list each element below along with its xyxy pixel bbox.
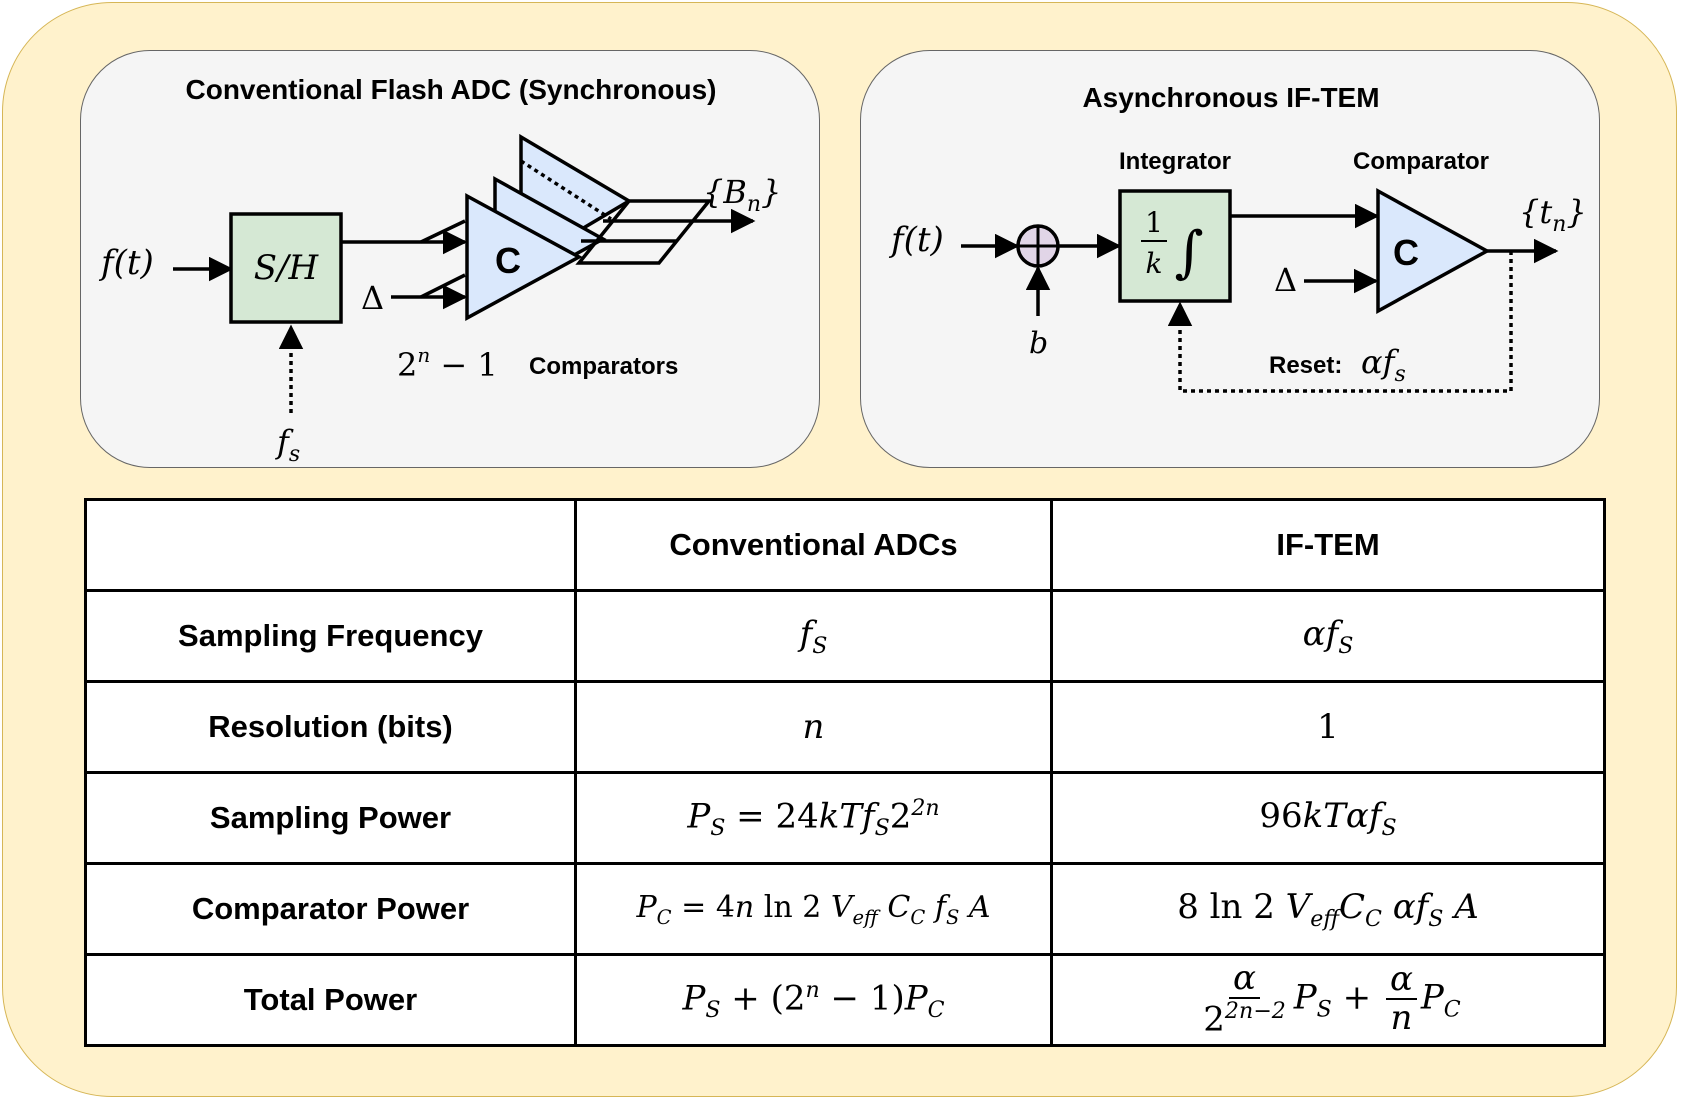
table-row: Sampling Power PS = 24kTfS22n 96kTαfS [84,771,1606,865]
table-header-if-tem: IF-TEM [1050,498,1606,592]
flash-output-label: {Bn} [703,173,781,217]
comparator-front [465,193,583,321]
tem-comparator [1376,188,1491,314]
bias-label: b [1029,326,1048,361]
conv-resolution: n [574,680,1053,774]
reset-feedback-path [1167,251,1513,393]
comparator-back-dotted [520,159,612,221]
table-row: Comparator Power PC = 4n ln 2 Veff CC fS… [84,862,1606,956]
comparator-count-label: 2n − 1 [397,343,498,384]
row-label-sampling-frequency: Sampling Frequency [84,589,577,683]
integrator-block [1118,189,1232,303]
row-label-comparator-power: Comparator Power [84,862,577,956]
flash-adc-panel: Conventional Flash ADC (Synchronous) f(t… [80,50,820,468]
reset-rate: αfs [1361,343,1406,387]
comparator-title: Comparator [1353,148,1489,175]
row-label-resolution: Resolution (bits) [84,680,577,774]
flash-adc-diagram: Conventional Flash ADC (Synchronous) f(t… [98,74,781,467]
flash-delta-label: Δ [361,279,384,317]
sample-hold-label: S/H [254,248,320,288]
table-header-row: Conventional ADCs IF-TEM [84,498,1606,592]
integrator-title: Integrator [1119,148,1231,175]
tem-input-label: f(t) [888,220,944,260]
comparison-table: Conventional ADCs IF-TEM Sampling Freque… [84,498,1606,1047]
conv-comparator-power: PC = 4n ln 2 Veff CC fS A [574,862,1053,956]
tem-comparator-letter: C [1393,232,1419,273]
table-row: Resolution (bits) n 1 [84,680,1606,774]
tem-sampling-power: 96kTαfS [1050,771,1606,865]
row-label-total-power: Total Power [84,953,577,1047]
if-tem-diagram: Asynchronous IF-TEM f(t) b Integrator 1 … [888,82,1587,393]
sh-branch-line [420,219,466,244]
comparators-label: Comparators [529,353,678,380]
table-header-empty [84,498,577,592]
tem-panel-title: Asynchronous IF-TEM [1082,82,1379,113]
integrator-denominator: k [1146,247,1163,280]
reset-label: Reset: [1269,352,1342,379]
table-header-conventional: Conventional ADCs [574,498,1053,592]
tem-output-label: {tn} [1519,193,1587,237]
tem-delta-label: Δ [1274,261,1297,299]
if-tem-panel: Asynchronous IF-TEM f(t) b Integrator 1 … [860,50,1600,468]
flash-input-label: f(t) [98,243,154,283]
integrator-numerator: 1 [1145,206,1163,239]
conv-total-power: PS + (2n − 1)PC [574,953,1053,1047]
clock-label: fs [275,423,300,467]
row-label-sampling-power: Sampling Power [84,771,577,865]
tem-resolution: 1 [1050,680,1606,774]
conv-sampling-frequency: fS [574,589,1053,683]
table-row: Sampling Frequency fS αfS [84,589,1606,683]
flash-panel-title: Conventional Flash ADC (Synchronous) [186,74,717,105]
delta-branch-line [420,273,466,299]
conv-sampling-power: PS = 24kTfS22n [574,771,1053,865]
sample-hold-block [229,212,343,324]
tem-comparator-power: 8 ln 2 VeffCC αfS A [1050,862,1606,956]
integral-symbol: ∫ [1174,220,1203,285]
tem-sampling-frequency: αfS [1050,589,1606,683]
comparator-letter: C [495,240,521,281]
